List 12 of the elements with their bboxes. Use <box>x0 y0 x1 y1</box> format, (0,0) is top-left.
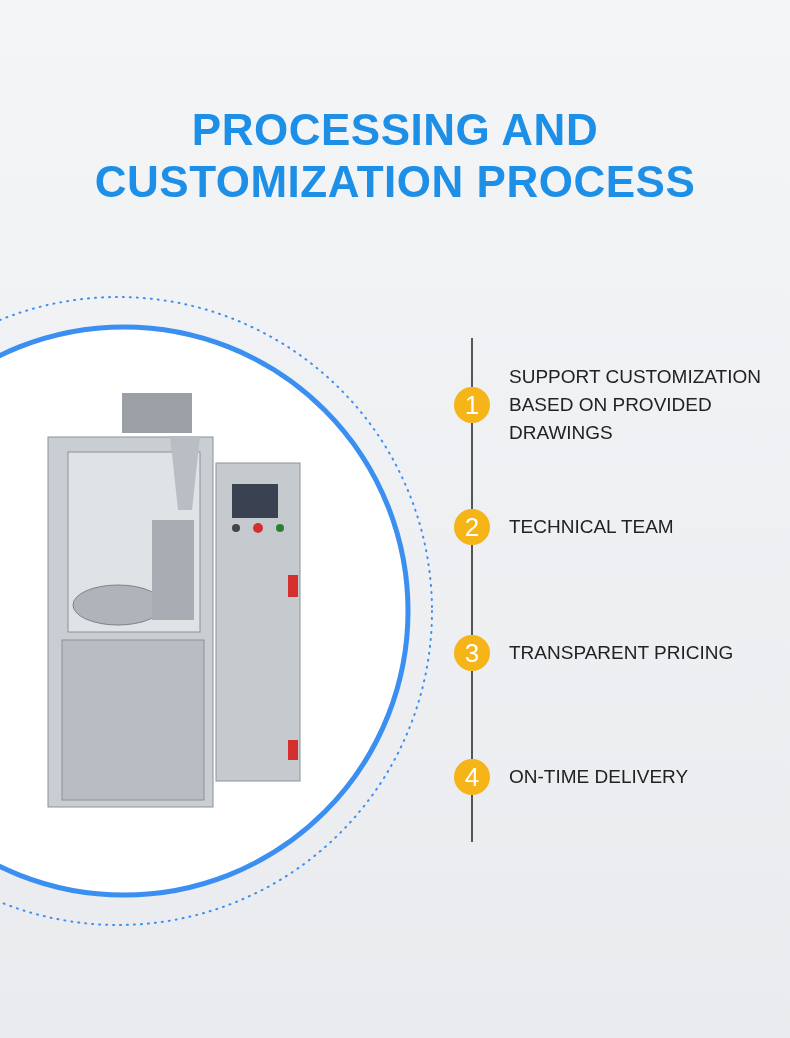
step-text: ON-TIME DELIVERY <box>509 765 690 789</box>
connector-line <box>471 670 473 760</box>
step-text: SUPPORT CUSTOMIZATION BASED ON PROVIDED DRAWINGS <box>509 365 762 445</box>
step-number-badge: 1 <box>454 387 490 423</box>
step-text: TRANSPARENT PRICING <box>509 641 735 665</box>
step-text: TECHNICAL TEAM <box>509 515 675 539</box>
connector-line <box>471 422 473 510</box>
step-number-badge: 4 <box>454 759 490 795</box>
step-number-badge: 3 <box>454 635 490 671</box>
step-number-badge: 2 <box>454 509 490 545</box>
title: PROCESSING AND CUSTOMIZATION PROCESS <box>93 104 697 208</box>
connector-line <box>471 544 473 636</box>
